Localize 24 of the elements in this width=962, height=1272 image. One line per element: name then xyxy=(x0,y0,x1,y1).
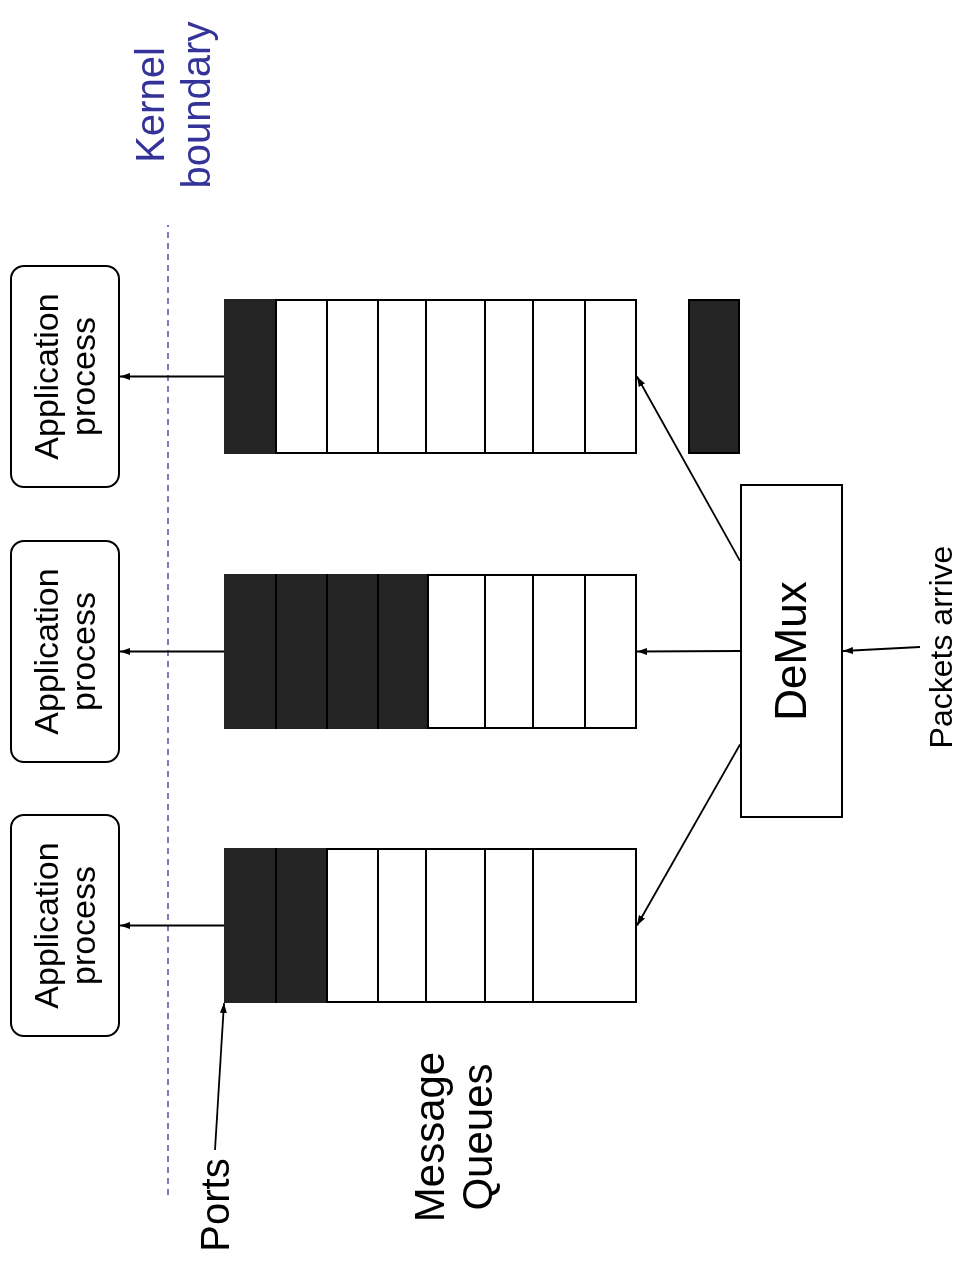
node-text: Application process xyxy=(27,292,103,462)
arrow xyxy=(214,1002,227,1151)
demux-box xyxy=(740,484,843,818)
process-box xyxy=(10,265,120,488)
arrow xyxy=(636,647,741,655)
arrow xyxy=(119,648,225,655)
arrow xyxy=(119,373,225,380)
arrow xyxy=(119,922,225,929)
packet-block xyxy=(688,299,740,454)
node-text: Application process xyxy=(27,841,103,1011)
ports-label: Ports xyxy=(193,1150,237,1260)
kernel-boundary-label: Kernel boundary xyxy=(127,20,219,191)
message-queues-label: Message Queues xyxy=(404,1050,502,1225)
process-box xyxy=(10,540,120,763)
message-queue xyxy=(224,848,637,1003)
arrow xyxy=(842,646,921,654)
arrow xyxy=(636,375,741,562)
node-text: Application process xyxy=(27,567,103,737)
node-text: DeMux xyxy=(767,581,816,721)
message-queue xyxy=(224,574,637,729)
packets-arrive-label: Packets arrive xyxy=(920,522,962,772)
message-queue xyxy=(224,299,637,454)
process-box xyxy=(10,814,120,1037)
arrow xyxy=(636,743,741,927)
